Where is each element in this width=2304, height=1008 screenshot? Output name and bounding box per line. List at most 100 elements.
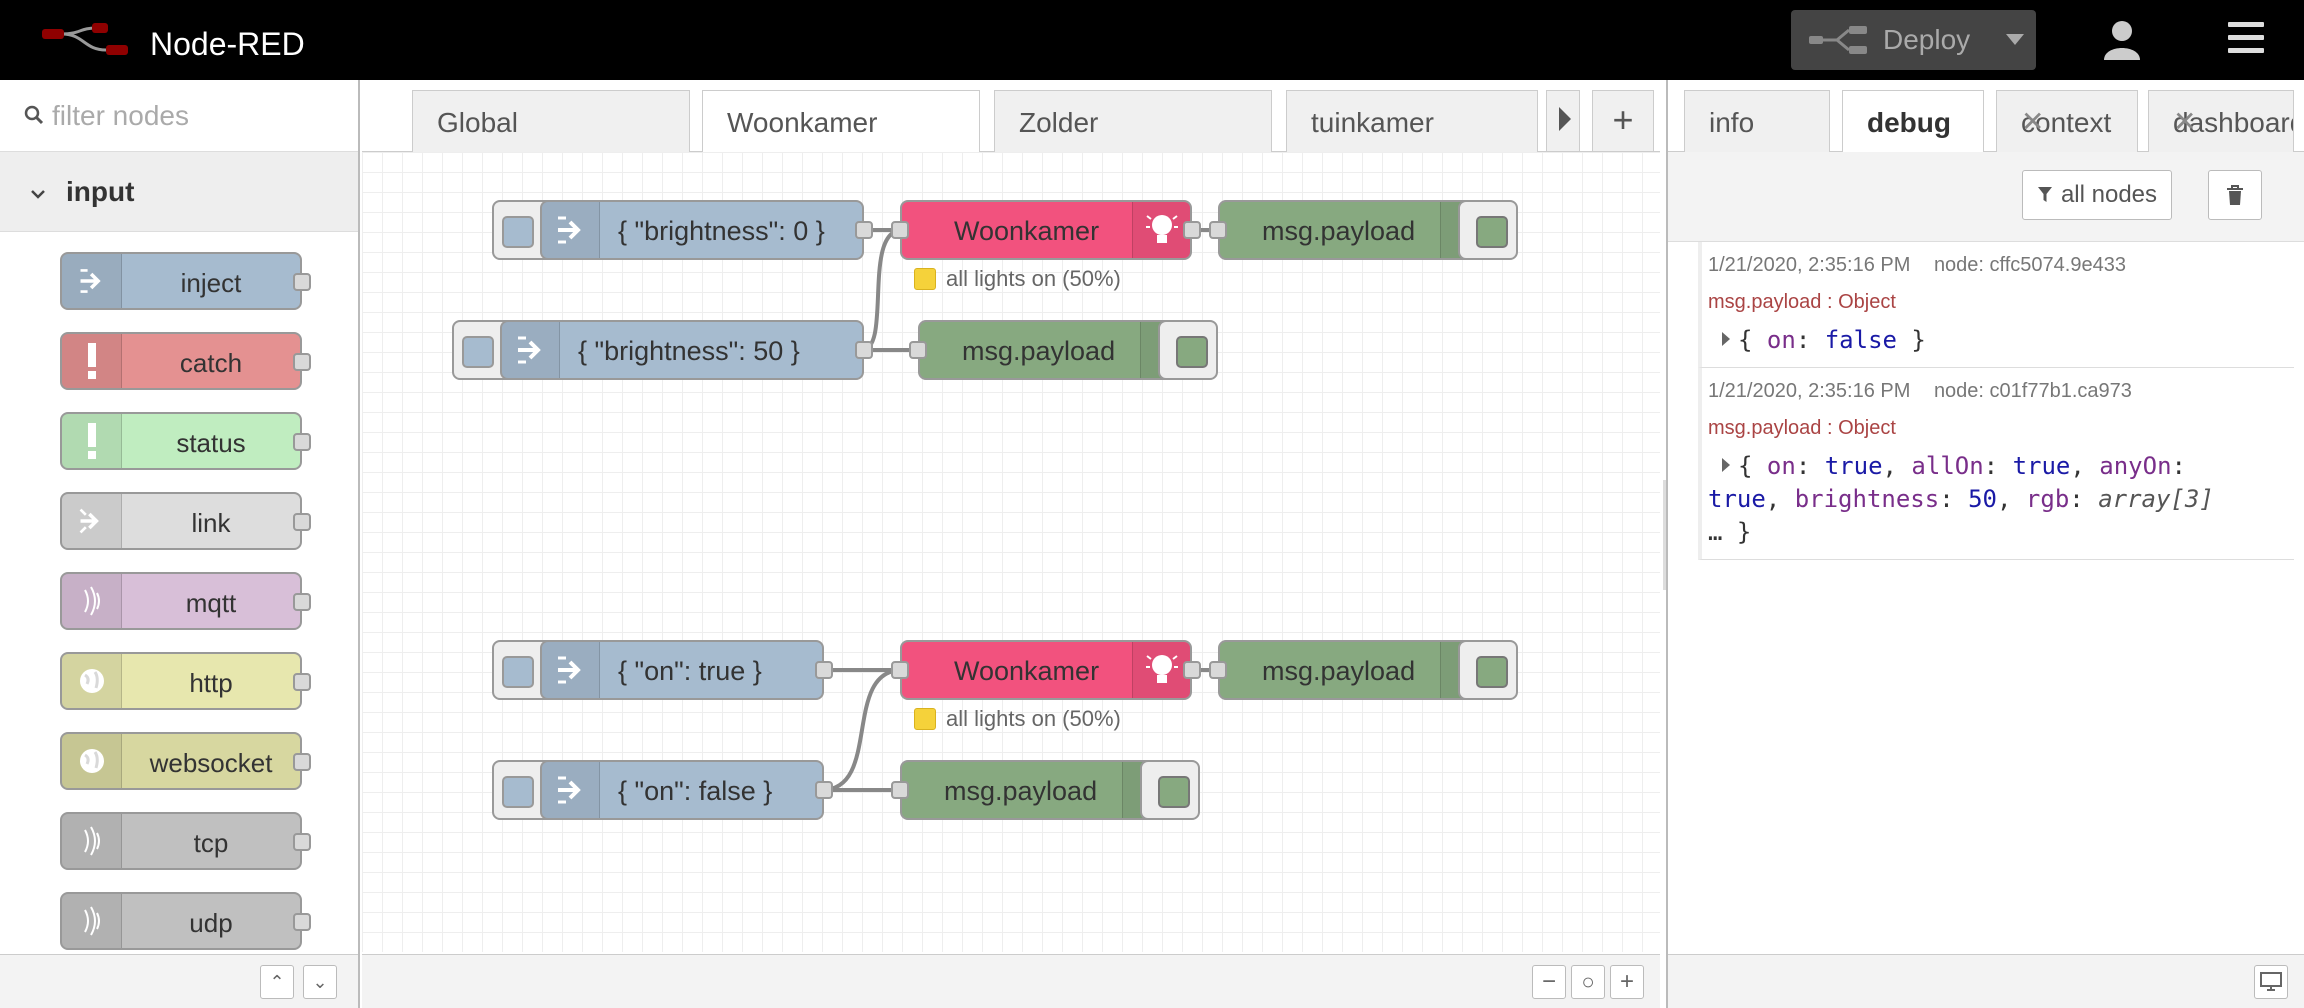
collapse-all-button[interactable]: ⌃ — [260, 965, 294, 999]
deploy-button[interactable]: Deploy — [1791, 10, 2036, 70]
zoom-out-button[interactable]: − — [1532, 965, 1566, 999]
debug-toggle-button[interactable] — [1458, 640, 1518, 700]
light-node[interactable]: Woonkamer — [891, 640, 1201, 700]
palette-node-udp[interactable]: udp — [60, 892, 311, 950]
status-dot-icon — [914, 268, 936, 290]
debug-node[interactable]: msg.payload — [909, 320, 1200, 380]
add-flow-button[interactable]: + — [1592, 90, 1654, 152]
output-port[interactable] — [1183, 221, 1201, 239]
link-in-icon — [62, 494, 122, 548]
palette-node-label: mqtt — [185, 588, 237, 618]
inject-node-label: { "brightness": 50 } — [578, 336, 800, 366]
filter-nodes-button[interactable]: all nodes — [2022, 170, 2172, 220]
palette-node-link[interactable]: link — [60, 492, 311, 550]
exclamation-icon — [62, 334, 122, 388]
debug-node-id[interactable]: node: cffc5074.9e433 — [1933, 254, 2126, 276]
expand-all-button[interactable]: ⌄ — [303, 965, 337, 999]
debug-node-id[interactable]: node: c01f77b1.ca973 — [1933, 380, 2132, 402]
input-port[interactable] — [891, 781, 909, 799]
palette-node-status[interactable]: status — [60, 412, 311, 470]
palette-footer: ⌃ ⌄ — [0, 954, 358, 1008]
palette-node-catch[interactable]: catch — [60, 332, 311, 390]
tab-debug[interactable]: debug — [1842, 90, 1984, 153]
debug-message: 1/21/2020, 2:35:16 PM node: c01f77b1.ca9… — [1698, 368, 2294, 560]
input-port[interactable] — [891, 661, 909, 679]
expand-caret-icon[interactable] — [1722, 332, 1730, 346]
debug-toggle-button[interactable] — [1140, 760, 1200, 820]
debug-node-label: msg.payload — [1262, 216, 1416, 246]
palette-node-label: catch — [179, 348, 243, 378]
app-title: Node-RED — [150, 26, 305, 62]
output-port[interactable] — [855, 221, 873, 239]
header: Node-RED Deploy — [0, 0, 2304, 80]
workspace-footer: − ○ + — [362, 954, 1660, 1008]
expand-caret-icon[interactable] — [1722, 458, 1730, 472]
tab-label: Zolder — [1019, 107, 1099, 138]
palette-node-mqtt[interactable]: mqtt — [60, 572, 311, 630]
bridge-icon — [62, 894, 122, 948]
palette-category-header[interactable]: input — [0, 152, 358, 232]
light-node[interactable]: Woonkamer — [891, 200, 1201, 260]
close-icon[interactable]: ✕ — [2173, 106, 2197, 137]
palette-node-http[interactable]: http — [60, 652, 311, 710]
tab-label: tuinkamer — [1311, 107, 1434, 138]
tab-dashboard[interactable]: dashboard✕ — [2148, 90, 2294, 152]
debug-value[interactable]: { on: false } — [1708, 324, 2288, 357]
tab-woonkamer[interactable]: Woonkamer — [702, 90, 980, 152]
category-label: input — [66, 176, 135, 207]
zoom-in-button[interactable]: + — [1610, 965, 1644, 999]
open-window-button[interactable] — [2254, 965, 2288, 999]
inject-node-label: { "on": false } — [618, 776, 773, 806]
input-port[interactable] — [1209, 661, 1227, 679]
tab-info[interactable]: info — [1684, 90, 1830, 152]
inject-node[interactable]: { "brightness": 0 } — [540, 200, 873, 260]
light-bulb-icon — [1132, 642, 1190, 698]
tab-zolder[interactable]: Zolder — [994, 90, 1272, 152]
debug-value[interactable]: { on: true, allOn: true, anyOn:true, bri… — [1708, 452, 2214, 546]
debug-node-label: msg.payload — [1262, 656, 1416, 686]
flow-canvas[interactable]: { "brightness": 0 } Woonkamer all lights… — [362, 152, 1660, 952]
light-node-label: Woonkamer — [954, 216, 1100, 246]
palette-node-label: tcp — [193, 828, 229, 858]
output-port[interactable] — [815, 781, 833, 799]
debug-toggle-button[interactable] — [1158, 320, 1218, 380]
zoom-reset-button[interactable]: ○ — [1571, 965, 1605, 999]
inject-node[interactable]: { "on": true } — [540, 640, 833, 700]
light-bulb-icon — [1132, 202, 1190, 258]
tab-context[interactable]: context✕ — [1996, 90, 2138, 152]
arrow-in-icon — [502, 322, 560, 378]
output-port[interactable] — [855, 341, 873, 359]
output-port[interactable] — [815, 661, 833, 679]
close-icon[interactable]: ✕ — [2021, 106, 2045, 137]
tab-label: debug — [1867, 107, 1951, 138]
menu-icon[interactable] — [2228, 22, 2264, 58]
search-input[interactable] — [52, 98, 342, 134]
inject-node-label: { "brightness": 0 } — [618, 216, 825, 246]
tab-tuinkamer[interactable]: tuinkamer — [1286, 90, 1538, 152]
inject-node[interactable]: { "brightness": 50 } — [500, 320, 873, 380]
output-port — [293, 833, 311, 851]
clear-debug-button[interactable] — [2208, 170, 2262, 220]
debug-toggle-button[interactable] — [1458, 200, 1518, 260]
tab-scroll-right-icon[interactable] — [1546, 90, 1580, 152]
tab-global[interactable]: Global — [412, 90, 690, 152]
input-port[interactable] — [891, 221, 909, 239]
arrow-in-icon — [62, 254, 122, 308]
status-text: all lights on (50%) — [946, 266, 1121, 291]
arrow-in-icon — [542, 762, 600, 818]
palette-node-websocket[interactable]: websocket — [60, 732, 311, 790]
debug-topic: msg.payload : Object — [1708, 417, 1896, 439]
tab-label: context — [2021, 107, 2112, 138]
user-icon[interactable] — [2100, 18, 2144, 62]
debug-node-label: msg.payload — [962, 336, 1116, 366]
chevron-down-icon[interactable] — [2006, 34, 2024, 45]
arrow-in-icon — [542, 202, 600, 258]
tab-label: Woonkamer — [727, 107, 878, 138]
status-text: all lights on (50%) — [946, 706, 1121, 731]
palette-node-inject[interactable]: inject — [60, 252, 311, 310]
input-port[interactable] — [909, 341, 927, 359]
output-port[interactable] — [1183, 661, 1201, 679]
palette-node-tcp[interactable]: tcp — [60, 812, 311, 870]
inject-node[interactable]: { "on": false } — [540, 760, 833, 820]
input-port[interactable] — [1209, 221, 1227, 239]
